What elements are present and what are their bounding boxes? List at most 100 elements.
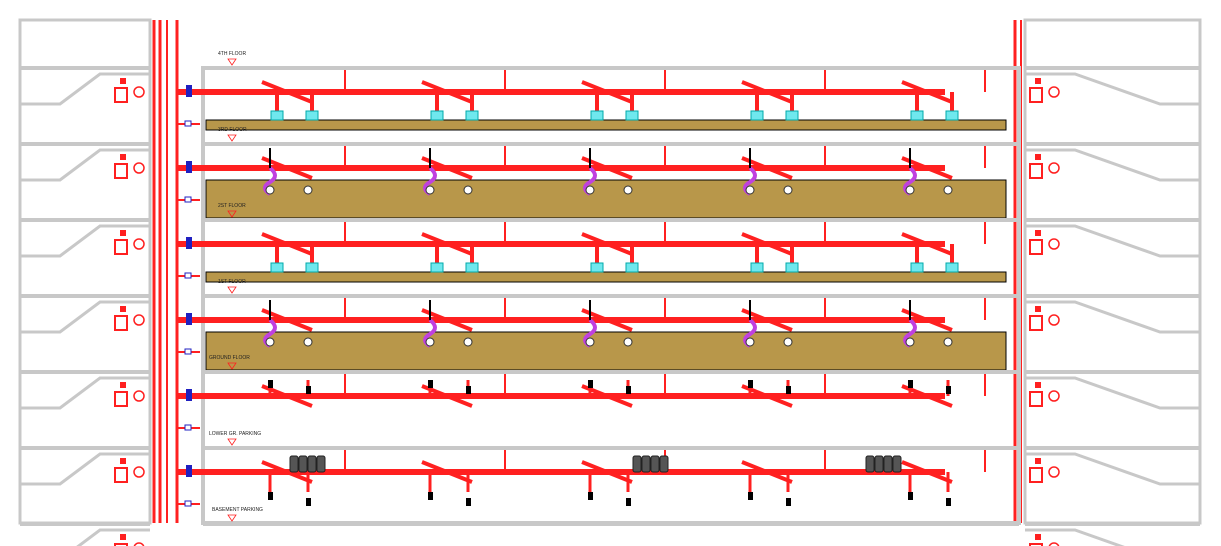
fire-alarm-icon — [120, 154, 126, 160]
sprinkler-head-icon — [905, 185, 915, 195]
ceiling — [205, 331, 1007, 371]
sprinkler-head-icon — [306, 386, 311, 394]
sprinkler-head-icon — [786, 498, 791, 506]
car-icon — [659, 455, 669, 473]
sprinkler-head-icon — [425, 185, 435, 195]
branch-pipe — [741, 80, 793, 104]
sprinkler-head-icon — [748, 492, 753, 500]
hose-reel-icon — [133, 86, 145, 98]
ceiling — [205, 271, 1007, 283]
drain-valve-icon — [184, 196, 192, 203]
hose-reel-cabinet-icon — [114, 543, 128, 546]
hose-reel-icon — [133, 390, 145, 402]
floor-label: BASEMENT PARKING — [212, 507, 263, 513]
stair-flight — [20, 148, 150, 182]
valve-icon — [186, 237, 192, 249]
drain-valve-icon — [184, 348, 192, 355]
floor-label: 1ST FLOOR — [218, 279, 246, 285]
sprinkler-head-icon — [265, 185, 275, 195]
sprinkler-head-icon — [588, 492, 593, 500]
hose-reel-icon — [133, 238, 145, 250]
sprinkler-head-icon — [623, 185, 633, 195]
sprinkler-head-icon — [428, 492, 433, 500]
air-diffuser-icon — [750, 110, 764, 121]
hose-reel-cabinet-icon — [114, 391, 128, 407]
branch-pipe — [421, 232, 473, 256]
floor-label: LOWER GR. PARKING — [209, 431, 262, 437]
branch-pipe — [261, 232, 313, 256]
level-marker-icon — [227, 286, 237, 294]
ceiling — [205, 179, 1007, 219]
branch-pipe — [421, 460, 473, 484]
hose-reel-cabinet-icon — [114, 239, 128, 255]
car-icon — [641, 455, 651, 473]
car-icon — [874, 455, 884, 473]
car-icon — [316, 455, 326, 473]
sprinkler-head-icon — [745, 185, 755, 195]
air-diffuser-icon — [945, 110, 959, 121]
stair-flight — [1025, 376, 1200, 410]
air-diffuser-icon — [305, 262, 319, 273]
branch-pipe — [901, 460, 953, 484]
sprinkler-head-icon — [748, 380, 753, 388]
air-diffuser-icon — [465, 262, 479, 273]
sprinkler-head-icon — [306, 498, 311, 506]
stair-flight — [1025, 528, 1125, 546]
stair-flight — [1025, 452, 1200, 486]
branch-pipe — [741, 460, 793, 484]
air-diffuser-icon — [430, 110, 444, 121]
hose-reel-cabinet-icon — [1029, 543, 1043, 546]
sprinkler-head-icon — [626, 498, 631, 506]
air-diffuser-icon — [625, 262, 639, 273]
car-icon — [632, 455, 642, 473]
hose-reel-cabinet-icon — [114, 315, 128, 331]
fire-alarm-icon — [120, 230, 126, 236]
valve-icon — [186, 85, 192, 97]
level-marker-icon — [227, 362, 237, 370]
branch-pipe — [741, 232, 793, 256]
hose-reel-icon — [1048, 314, 1060, 326]
branch-pipe — [261, 460, 313, 484]
air-diffuser-icon — [625, 110, 639, 121]
fire-alarm-icon — [1035, 154, 1041, 160]
drain-valve-icon — [184, 120, 192, 127]
stair-flight — [20, 376, 150, 410]
air-diffuser-icon — [750, 262, 764, 273]
hose-reel-cabinet-icon — [1029, 239, 1043, 255]
fire-alarm-icon — [1035, 534, 1041, 540]
stair-flight — [20, 300, 150, 334]
hose-reel-cabinet-icon — [114, 467, 128, 483]
stair-flight — [20, 452, 150, 486]
sprinkler-head-icon — [905, 337, 915, 347]
hose-reel-icon — [1048, 390, 1060, 402]
hose-reel-cabinet-icon — [114, 163, 128, 179]
floor-label: 3RD FLOOR — [218, 127, 247, 133]
sprinkler-head-icon — [466, 498, 471, 506]
sprinkler-head-icon — [428, 380, 433, 388]
hose-reel-icon — [133, 314, 145, 326]
sprinkler-head-icon — [303, 337, 313, 347]
branch-pipe — [581, 232, 633, 256]
air-diffuser-icon — [270, 110, 284, 121]
valve-icon — [186, 465, 192, 477]
sprinkler-head-icon — [745, 337, 755, 347]
stair-flight — [20, 224, 150, 258]
floor-label: GROUND FLOOR — [209, 355, 250, 361]
hose-reel-icon — [1048, 162, 1060, 174]
valve-icon — [186, 161, 192, 173]
sprinkler-head-icon — [626, 386, 631, 394]
fire-alarm-icon — [120, 78, 126, 84]
hose-reel-icon — [1048, 466, 1060, 478]
stair-flight — [1025, 300, 1200, 334]
air-diffuser-icon — [430, 262, 444, 273]
hose-reel-icon — [1048, 238, 1060, 250]
sprinkler-head-icon — [585, 185, 595, 195]
fire-alarm-icon — [1035, 230, 1041, 236]
drain-valve-icon — [184, 500, 192, 507]
drain-valve-icon — [184, 424, 192, 431]
stair-flight — [20, 72, 150, 106]
sprinkler-head-icon — [265, 337, 275, 347]
level-marker-icon — [227, 210, 237, 218]
fire-alarm-icon — [120, 382, 126, 388]
